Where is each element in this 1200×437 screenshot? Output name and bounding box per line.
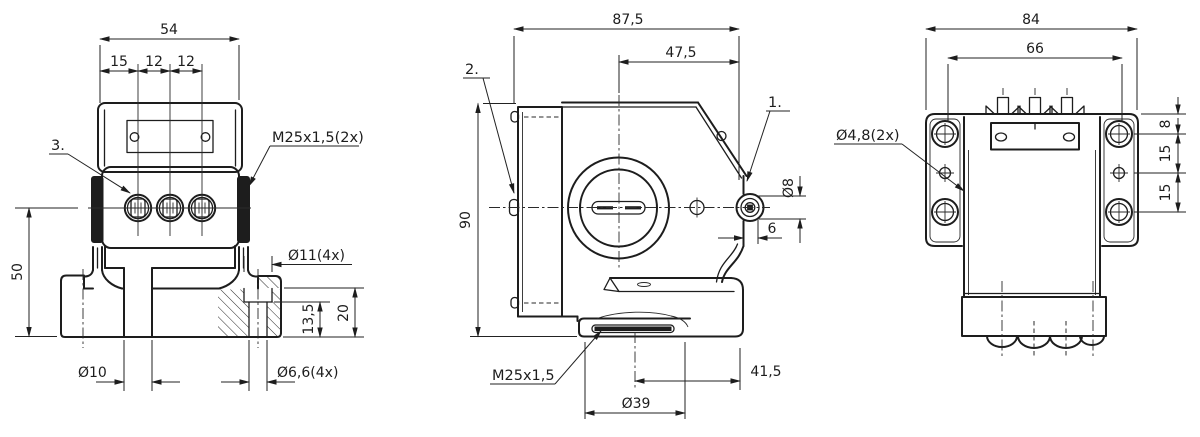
front-side-gland-left bbox=[91, 176, 104, 243]
side-slant-dome bbox=[716, 130, 727, 142]
dim-side-travel: 6 bbox=[768, 221, 777, 237]
dim-rear-side-hole: Ø4,8(2x) bbox=[836, 128, 900, 144]
dim-front-pitch-right: 12 bbox=[177, 54, 195, 70]
dim-front-pitch-mid: 12 bbox=[145, 54, 163, 70]
dim-front-hole-depth: 13,5 bbox=[301, 303, 317, 334]
label-ref-3: 3. bbox=[51, 138, 65, 154]
side-boss bbox=[578, 317, 691, 338]
dim-front-height-to-axis: 50 bbox=[10, 263, 26, 281]
label-ref-2: 2. bbox=[465, 62, 479, 78]
label-ref-1: 1. bbox=[768, 95, 782, 111]
rear-mount-screws bbox=[931, 120, 1133, 226]
front-view: 54 15 12 12 3. M25x1,5(2x) 50 bbox=[10, 22, 364, 391]
dim-front-mount-hole: Ø6,6(4x) bbox=[277, 365, 338, 381]
dim-front-center-hole: Ø10 bbox=[78, 365, 107, 381]
rear-view-dimensions: 84 66 Ø4,8(2x) 8 15 15 bbox=[834, 12, 1186, 213]
side-view-dimensions: 87,5 47,5 2. 1. 90 Ø8 bbox=[458, 12, 806, 419]
dim-rear-offset-top: 8 bbox=[1158, 120, 1174, 129]
front-side-gland-right bbox=[237, 176, 250, 243]
dim-side-boss-dia: Ø39 bbox=[622, 396, 651, 412]
dim-front-base-height: 20 bbox=[336, 304, 352, 322]
dim-rear-overall-width: 84 bbox=[1022, 12, 1040, 28]
rear-view: 84 66 Ø4,8(2x) 8 15 15 bbox=[834, 12, 1186, 356]
side-cover-plate bbox=[517, 106, 563, 318]
label-side-gland-thread: M25x1,5 bbox=[492, 368, 555, 384]
dim-front-counterbore: Ø11(4x) bbox=[288, 248, 345, 264]
dim-side-plunger-dia: Ø8 bbox=[781, 178, 797, 198]
front-base bbox=[60, 274, 282, 338]
dim-front-pitch-left: 15 bbox=[110, 54, 128, 70]
dim-side-overall-width: 87,5 bbox=[612, 12, 643, 28]
dim-rear-pitch-a: 15 bbox=[1158, 145, 1174, 163]
dim-rear-pitch-b: 15 bbox=[1158, 184, 1174, 202]
dim-side-base-offset: 41,5 bbox=[750, 364, 781, 380]
dim-side-overall-height: 90 bbox=[458, 211, 474, 229]
front-view-outline bbox=[60, 64, 282, 348]
dim-side-width-to-axis: 47,5 bbox=[665, 45, 696, 61]
side-head-circle bbox=[567, 156, 670, 260]
dim-rear-mount-spacing: 66 bbox=[1026, 41, 1044, 57]
side-view: 87,5 47,5 2. 1. 90 Ø8 bbox=[458, 12, 806, 419]
rear-view-outline bbox=[925, 88, 1139, 356]
side-base-box bbox=[603, 277, 744, 338]
dim-front-overall-width: 54 bbox=[160, 22, 178, 38]
rear-top-bumps bbox=[985, 88, 1085, 115]
side-view-outline bbox=[489, 95, 770, 390]
front-view-dimensions: 54 15 12 12 3. M25x1,5(2x) 50 bbox=[10, 22, 364, 391]
label-front-gland-thread: M25x1,5(2x) bbox=[272, 130, 364, 146]
front-section-hatch bbox=[218, 289, 244, 336]
